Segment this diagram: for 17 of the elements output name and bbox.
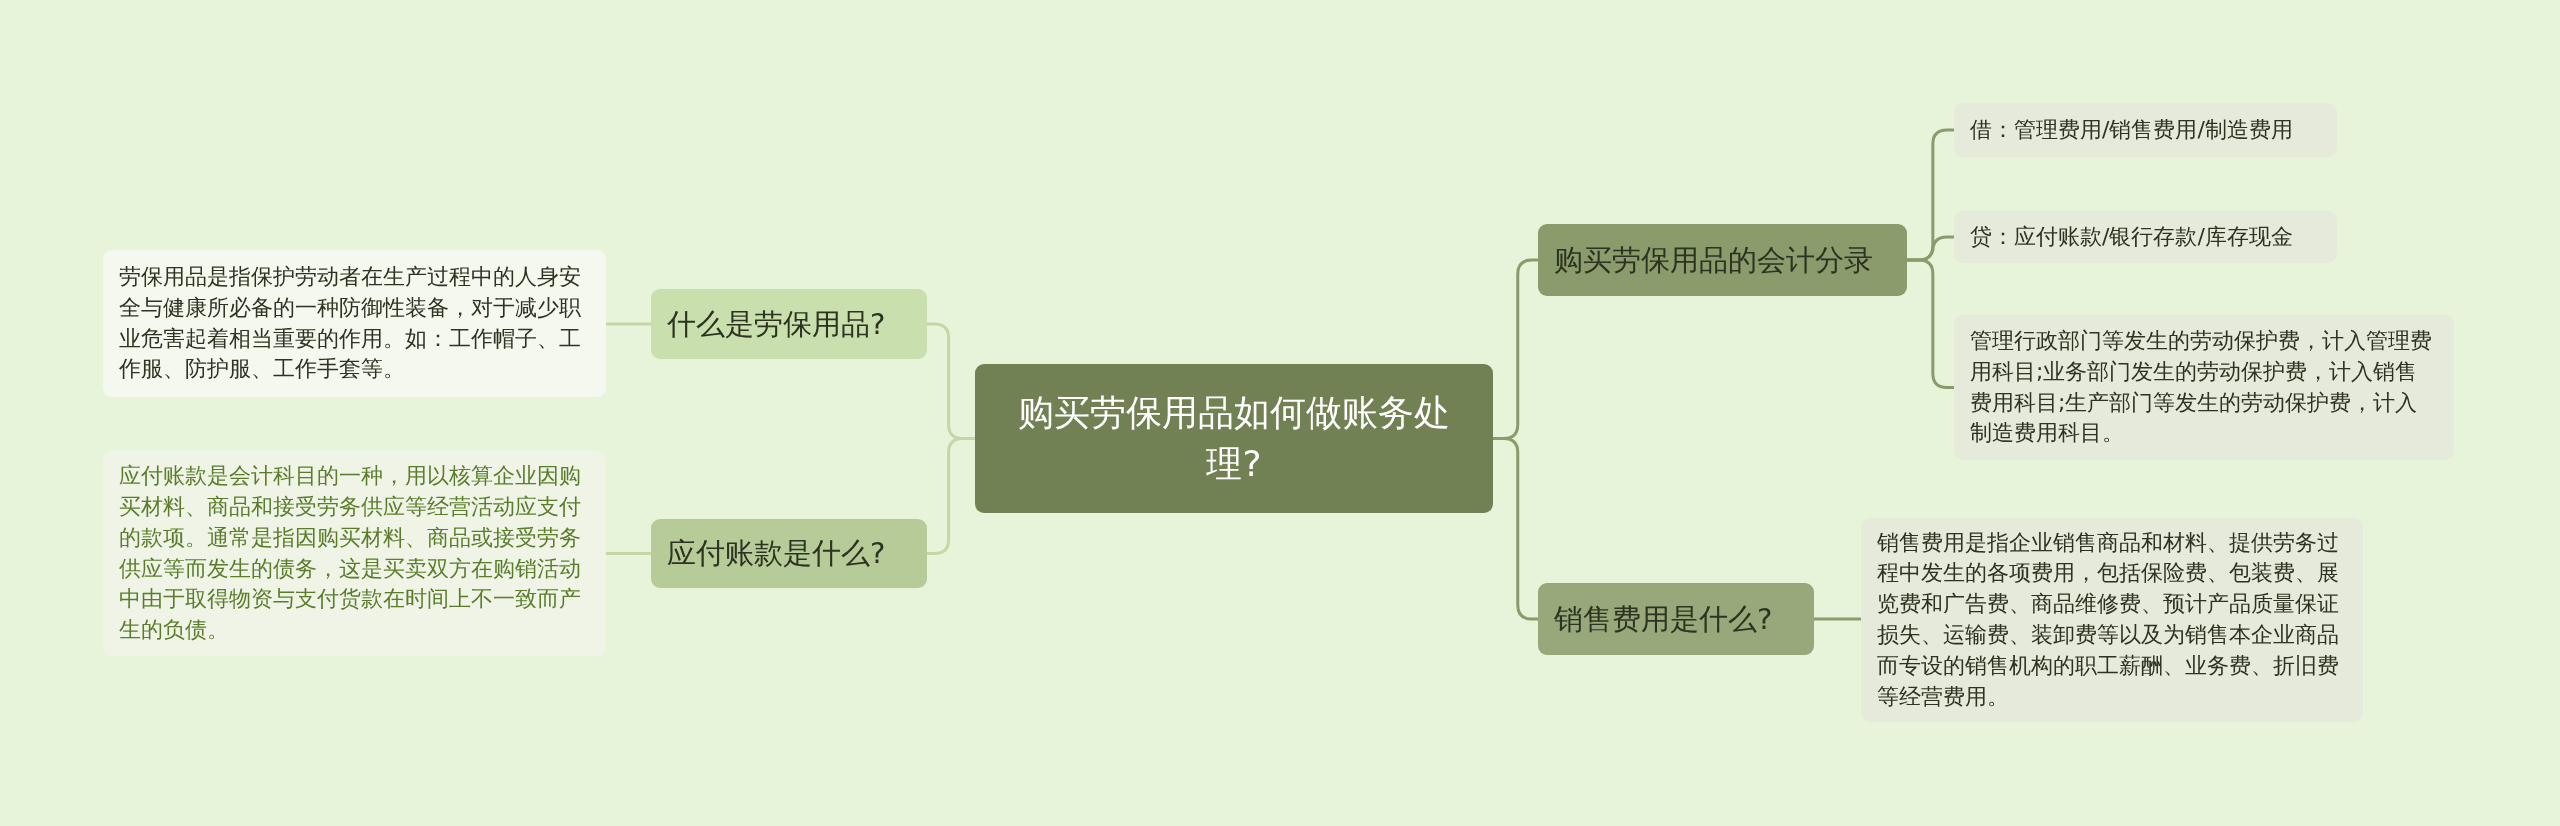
subtopic: 贷：应付账款/银行存款/库存现金 — [1954, 211, 2337, 263]
connector-line — [1493, 437, 1538, 621]
branch-topic: 销售费用是什么? — [1538, 583, 1814, 655]
note-card: 劳保用品是指保护劳动者在生产过程中的人身安全与健康所必备的一种防御性装备，对于减少职业危害起着相当重要的作用。如：工作帽子、工作服、防护服、工作手套等。 — [103, 250, 606, 397]
connector-line — [606, 322, 651, 326]
note-card: 应付账款是会计科目的一种，用以核算企业因购买材料、商品和接受劳务供应等经营活动应支付的款项。通常是指因购买材料、商品或接受劳务供应等而发生的债务，这是买卖双方在购销活动中由于取得物资与支付货款在时间上不一致而产生的负债。 — [103, 451, 606, 656]
branch-topic: 购买劳保用品的会计分录 — [1538, 224, 1907, 296]
connector-line — [1907, 258, 1954, 389]
note-card: 销售费用是指企业销售商品和材料、提供劳务过程中发生的各项费用，包括保险费、包装费、展览费和广告费、商品维修费、预计产品质量保证损失、运输费、装卸费等以及为销售本企业商品而专设的销售机构的职工薪酬、业务费、折旧费等经营费用。 — [1861, 518, 2363, 722]
note-card: 管理行政部门等发生的劳动保护费，计入管理费用科目;业务部门发生的劳动保护费，计入销售费用科目;生产部门等发生的劳动保护费，计入制造费用科目。 — [1954, 315, 2454, 460]
branch-topic: 应付账款是什么? — [651, 519, 927, 588]
central-topic: 购买劳保用品如何做账务处理? — [975, 364, 1493, 513]
subtopic: 借：管理费用/销售费用/制造费用 — [1954, 103, 2337, 157]
connector-line — [1814, 617, 1861, 621]
connector-line — [927, 437, 975, 555]
connector-line — [606, 552, 651, 555]
branch-topic: 什么是劳保用品? — [651, 289, 927, 359]
